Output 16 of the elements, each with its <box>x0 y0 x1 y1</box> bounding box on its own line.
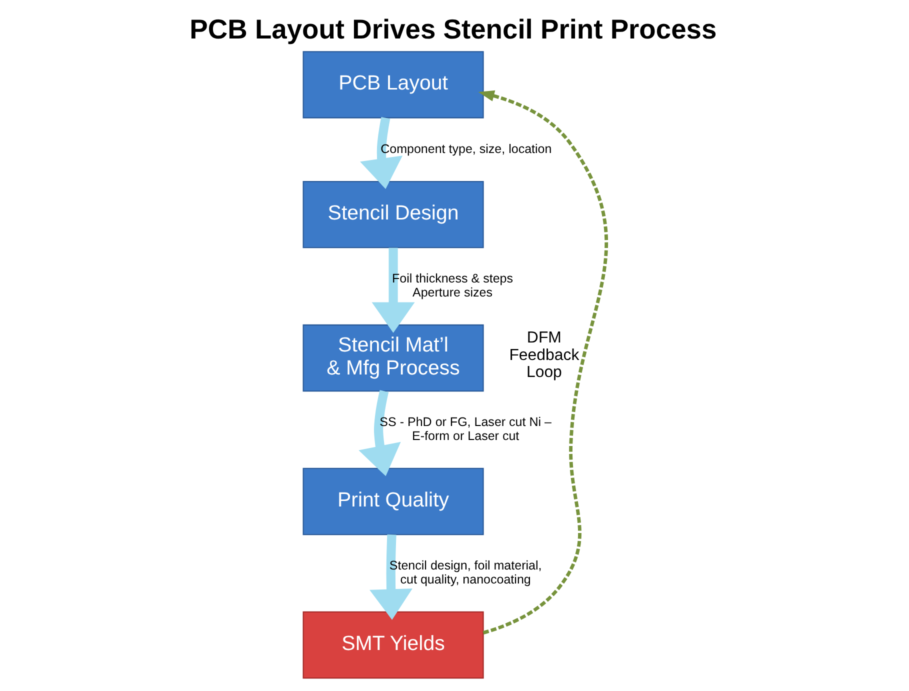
edge-label: Stencil design, foil material, cut quality, nanocoating <box>388 558 542 586</box>
arrow <box>371 248 414 333</box>
edge-label: Foil thickness & steps Aperture sizes <box>391 272 513 300</box>
node-box: SMT Yields <box>302 611 484 679</box>
arrow <box>360 117 402 190</box>
node-box: Stencil Mat’l & Mfg Process <box>302 324 484 392</box>
node-box: Print Quality <box>302 468 484 536</box>
edge-label: Component type, size, location <box>380 142 552 156</box>
diagram-title: PCB Layout Drives Stencil Print Process <box>189 13 716 44</box>
arrow <box>369 534 412 620</box>
arrow <box>478 90 608 634</box>
edge-label: DFM Feedback Loop <box>508 330 579 381</box>
edge-label: SS - PhD or FG, Laser cut Ni – E-form or Laser cut <box>379 415 551 443</box>
node-box: PCB Layout <box>302 51 484 118</box>
node-box: Stencil Design <box>302 180 484 248</box>
arrow <box>358 390 400 476</box>
